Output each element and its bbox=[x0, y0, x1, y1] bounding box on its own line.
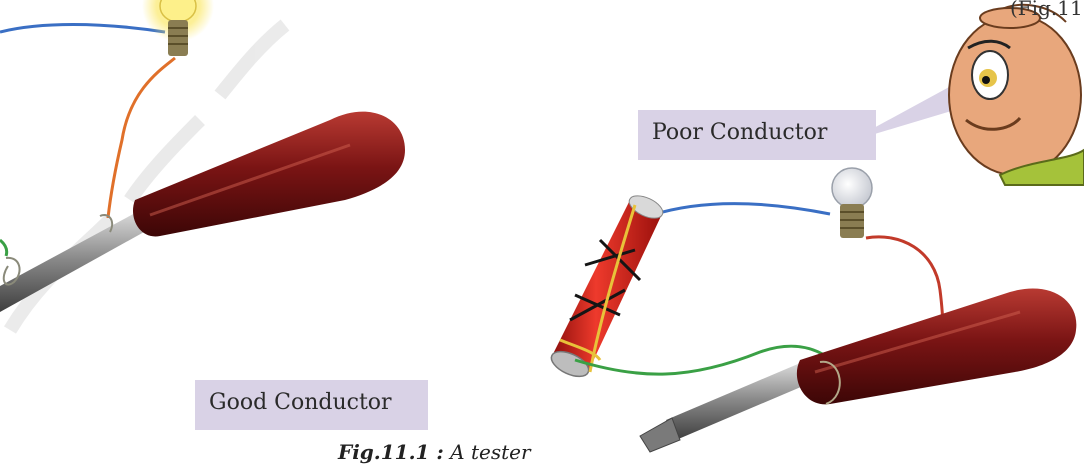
cartoon-character bbox=[848, 3, 1084, 186]
bulb-base-left bbox=[168, 20, 188, 56]
screwdriver-shaft-left bbox=[0, 205, 162, 312]
green-wire-left bbox=[0, 238, 9, 257]
figure-number: Fig.11.1 : bbox=[338, 440, 444, 464]
blue-wire-left bbox=[0, 23, 166, 34]
screwdriver-tip bbox=[639, 417, 681, 453]
battery bbox=[550, 195, 664, 378]
wire-coil-left bbox=[2, 256, 21, 286]
figure-caption: Fig.11.1 : A tester bbox=[338, 440, 531, 464]
green-wire-right bbox=[574, 344, 842, 376]
blue-wire-right bbox=[651, 202, 831, 217]
poor-conductor-label: Poor Conductor bbox=[638, 110, 876, 160]
screwdriver-shaft-right bbox=[666, 358, 822, 440]
orange-wire bbox=[106, 56, 176, 219]
left-circuit bbox=[0, 0, 406, 312]
good-conductor-label: Good Conductor bbox=[195, 380, 428, 430]
figure-text: A tester bbox=[450, 440, 531, 464]
partial-text: (Fig.11.1) bbox=[1010, 0, 1084, 20]
right-circuit bbox=[550, 167, 1077, 453]
bulb-unlit bbox=[831, 167, 873, 209]
